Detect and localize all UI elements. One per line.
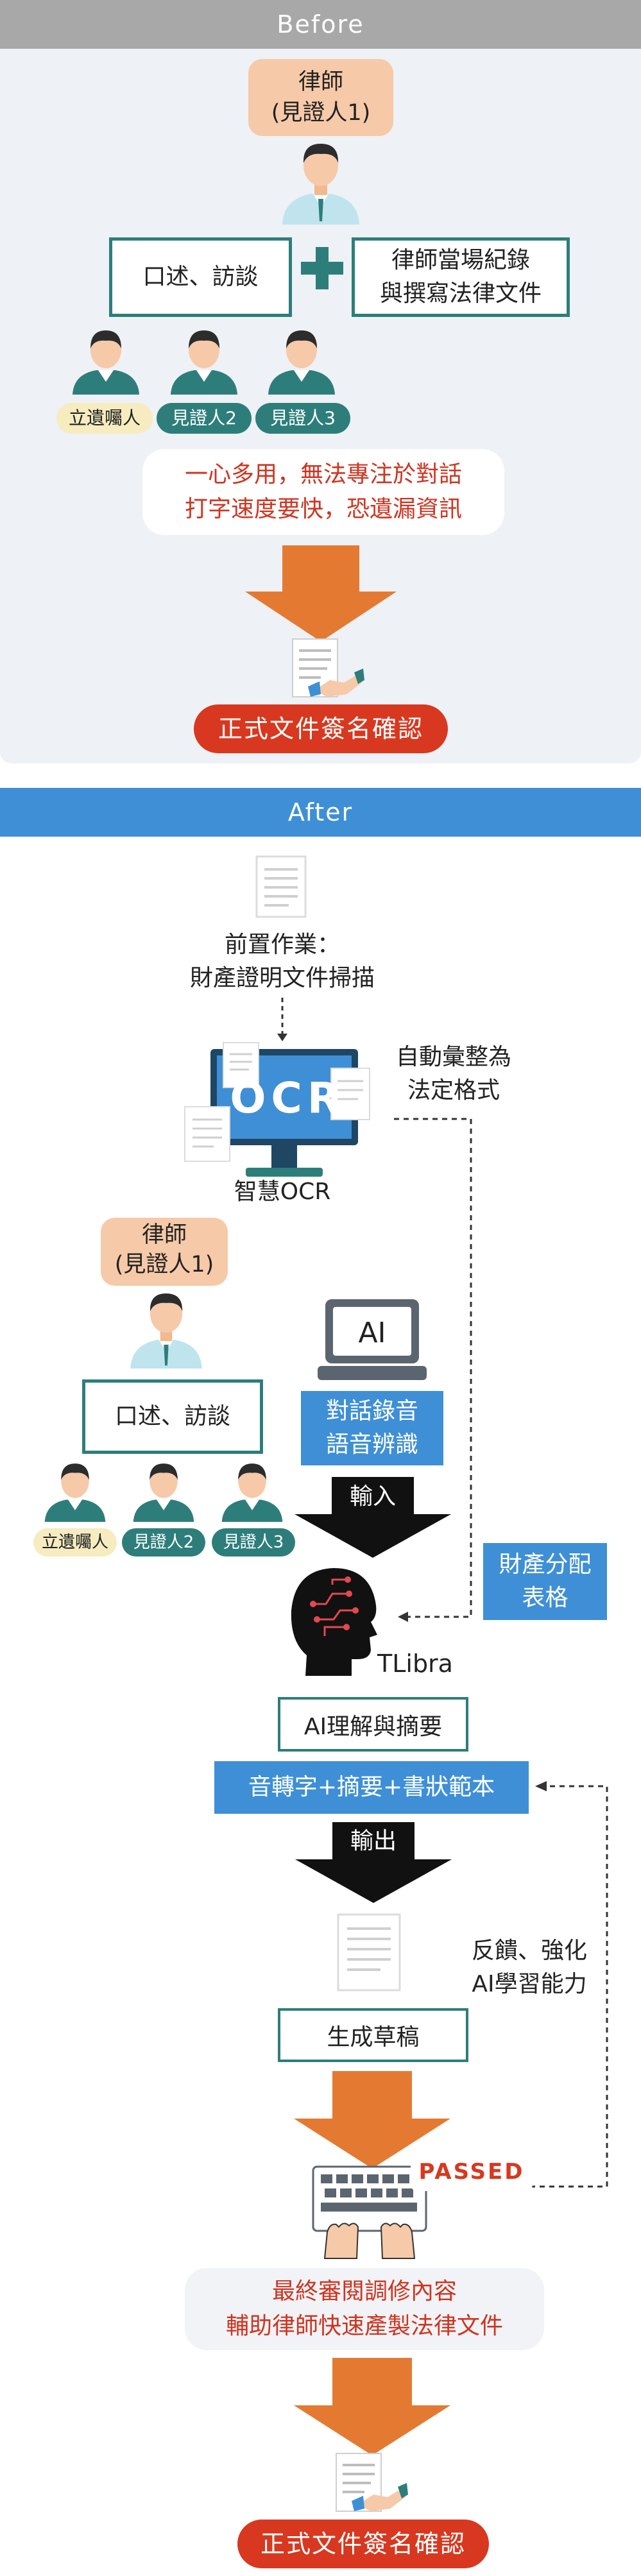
ocr-screen-label: OCR <box>230 1073 345 1123</box>
down-arrow-orange <box>245 545 397 642</box>
brain-head-icon <box>291 1568 377 1676</box>
asset-line1: 財產分配 <box>499 1551 592 1578</box>
output-label: 輸出 <box>350 1828 397 1854</box>
review-box: 最終審閱調修內容 輔助律師快速產製法律文件 <box>185 2268 544 2350</box>
after-lawyer-label: 律師 (見證人1) <box>101 1218 228 1286</box>
ai-understand-box: AI理解與摘要 <box>278 1697 468 1752</box>
ai-box-line1: 對話錄音 <box>325 1398 418 1424</box>
after-tag-witness3: 見證人3 <box>212 1528 295 1557</box>
dictation-text: 口述、訪談 <box>142 264 259 290</box>
ai-speech-box: 對話錄音 語音辨識 <box>301 1391 443 1465</box>
ai-box-line2: 語音辨識 <box>325 1431 418 1458</box>
review-line2: 輔助律師快速產製法律文件 <box>225 2313 503 2339</box>
understand-text: AI理解與摘要 <box>303 1713 443 1740</box>
lawyer-role: (見證人1) <box>271 100 371 126</box>
ocr-monitor-icon <box>184 1042 370 1177</box>
plus-icon <box>301 247 343 289</box>
problem-line1: 一心多用，無法專注於對話 <box>184 461 462 488</box>
after-lawyer-title: 律師 <box>141 1222 187 1248</box>
asset-table-box: 財產分配 表格 <box>483 1543 607 1620</box>
feedback-line1: 反饋、強化 <box>471 1938 587 1964</box>
after-testator-avatar <box>44 1463 106 1522</box>
before-tag-witness2: 見證人2 <box>157 403 252 434</box>
after-dictation-text: 口述、訪談 <box>114 1403 230 1429</box>
auto-to-brain-dashed-line <box>394 1118 472 1622</box>
output-arrow <box>295 1822 452 1903</box>
auto-line1: 自動彙整為 <box>395 1044 511 1070</box>
asset-line2: 表格 <box>522 1585 568 1611</box>
ocr-caption: 智慧OCR <box>234 1179 331 1205</box>
transcript-box: 音轉字+摘要+書狀範本 <box>214 1761 529 1814</box>
after-lawyer-avatar <box>130 1293 202 1369</box>
after-confirm-button: 正式文件簽名確認 <box>237 2520 489 2568</box>
ai-screen-label: AI <box>358 1317 386 1349</box>
ai-laptop-icon <box>318 1299 427 1380</box>
after-tag-testator: 立遺囑人 <box>33 1528 117 1557</box>
before-dictation-box: 口述、訪談 <box>109 237 292 317</box>
before-record-box: 律師當場紀錄 與撰寫法律文件 <box>352 237 570 317</box>
auto-line2: 法定格式 <box>407 1077 500 1104</box>
feedback-text: 反饋、強化 AI學習能力 <box>449 1934 610 2001</box>
record-line1: 律師當場紀錄 <box>391 247 530 273</box>
before-tag-witness3: 見證人3 <box>255 403 350 434</box>
before-lawyer-label: 律師 (見證人1) <box>248 59 393 136</box>
pre-work-desc: 財產證明文件掃描 <box>189 965 375 991</box>
document-icon <box>255 855 307 918</box>
before-header: Before <box>0 0 641 49</box>
before-tag-testator: 立遺囑人 <box>56 403 153 434</box>
feedback-line2: AI學習能力 <box>472 1971 587 1997</box>
lawyer-title: 律師 <box>298 69 343 95</box>
problem-line2: 打字速度要快，恐遺漏資訊 <box>184 496 462 522</box>
after-header: After <box>0 788 641 837</box>
feedback-dashed-line <box>415 1781 608 2188</box>
before-problem-box: 一心多用，無法專注於對話 打字速度要快，恐遺漏資訊 <box>142 449 504 535</box>
after-contract-handshake-icon <box>336 2453 408 2512</box>
witness3-avatar <box>268 330 335 395</box>
draft-box: 生成草稿 <box>278 2008 468 2062</box>
passed-stamp: PASSED <box>411 2153 533 2191</box>
testator-avatar <box>73 330 139 395</box>
review-line1: 最終審閱調修內容 <box>271 2278 457 2305</box>
pre-work-text: 前置作業： 財產證明文件掃描 <box>180 928 385 995</box>
input-label: 輸入 <box>349 1483 396 1510</box>
before-confirm-button: 正式文件簽名確認 <box>194 704 448 753</box>
input-arrow <box>295 1477 451 1558</box>
tlibra-brand: TLibra <box>377 1650 453 1678</box>
witness2-avatar <box>171 330 237 395</box>
draft-document-icon <box>337 1913 401 1992</box>
orange-arrow-2 <box>294 2071 450 2169</box>
after-witness2-avatar <box>133 1463 194 1522</box>
after-witness3-avatar <box>221 1463 283 1522</box>
keyboard-icon <box>312 2165 427 2259</box>
after-dictation-box: 口述、訪談 <box>82 1379 263 1454</box>
draft-text: 生成草稿 <box>327 2024 420 2051</box>
pre-work-title: 前置作業： <box>224 932 340 958</box>
orange-arrow-3 <box>294 2358 450 2455</box>
after-lawyer-role: (見證人1) <box>114 1252 214 1277</box>
pre-to-ocr-dashed-line <box>277 998 287 1041</box>
contract-handshake-icon <box>292 638 364 697</box>
lawyer-avatar <box>282 144 359 225</box>
after-tag-witness2: 見證人2 <box>122 1528 205 1557</box>
auto-format-text: 自動彙整為 法定格式 <box>380 1041 527 1107</box>
record-line2: 與撰寫法律文件 <box>379 280 542 307</box>
